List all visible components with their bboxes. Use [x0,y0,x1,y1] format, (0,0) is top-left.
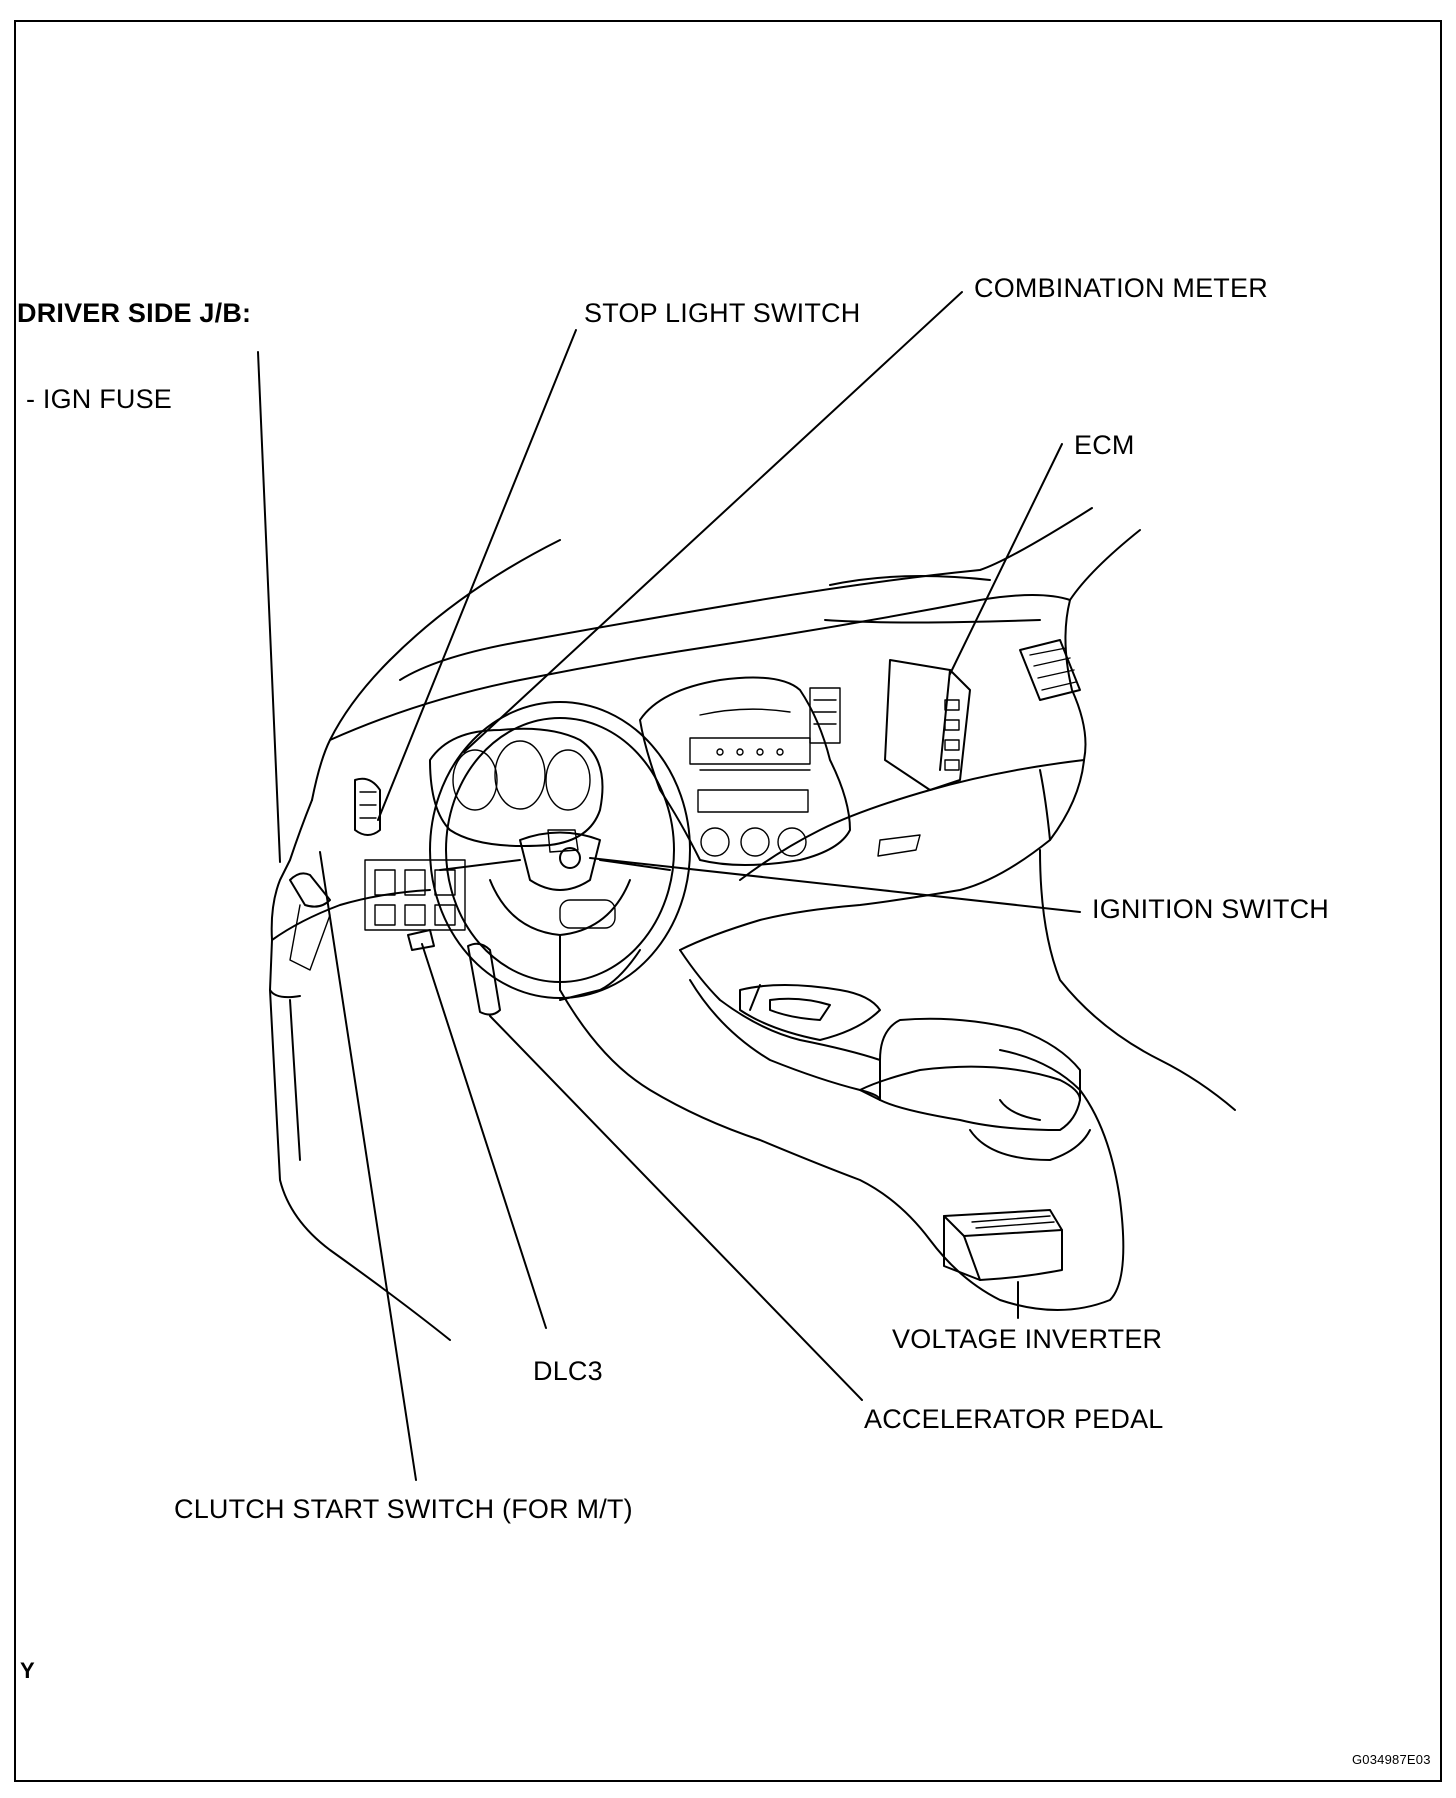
figure-code: G034987E03 [1352,1752,1431,1767]
leader-combination-meter [463,291,963,753]
label-dlc3: DLC3 [533,1356,603,1386]
leader-dlc3 [421,943,547,1329]
dashboard-body [269,507,1236,1341]
label-accelerator-pedal: ACCELERATOR PEDAL [864,1404,1164,1434]
label-ign-fuse: - IGN FUSE [26,384,173,414]
corner-mark: Y [20,1658,35,1683]
leader-ignition-switch [589,857,1081,913]
label-ecm: ECM [1074,430,1135,460]
leader-accelerator-pedal [489,1015,863,1401]
label-clutch-start-switch: CLUTCH START SWITCH (FOR M/T) [174,1494,633,1524]
leader-clutch-start-switch [319,851,417,1481]
diagram-frame [14,20,1442,1782]
leader-stop-light-switch [377,329,577,821]
label-combination-meter: COMBINATION METER [974,273,1268,303]
leader-driver-side-jb [257,351,281,863]
label-ignition-switch: IGNITION SWITCH [1092,894,1329,924]
label-stop-light-switch: STOP LIGHT SWITCH [584,298,861,328]
label-driver-side-jb: DRIVER SIDE J/B: [17,298,252,328]
label-voltage-inverter: VOLTAGE INVERTER [892,1324,1163,1354]
